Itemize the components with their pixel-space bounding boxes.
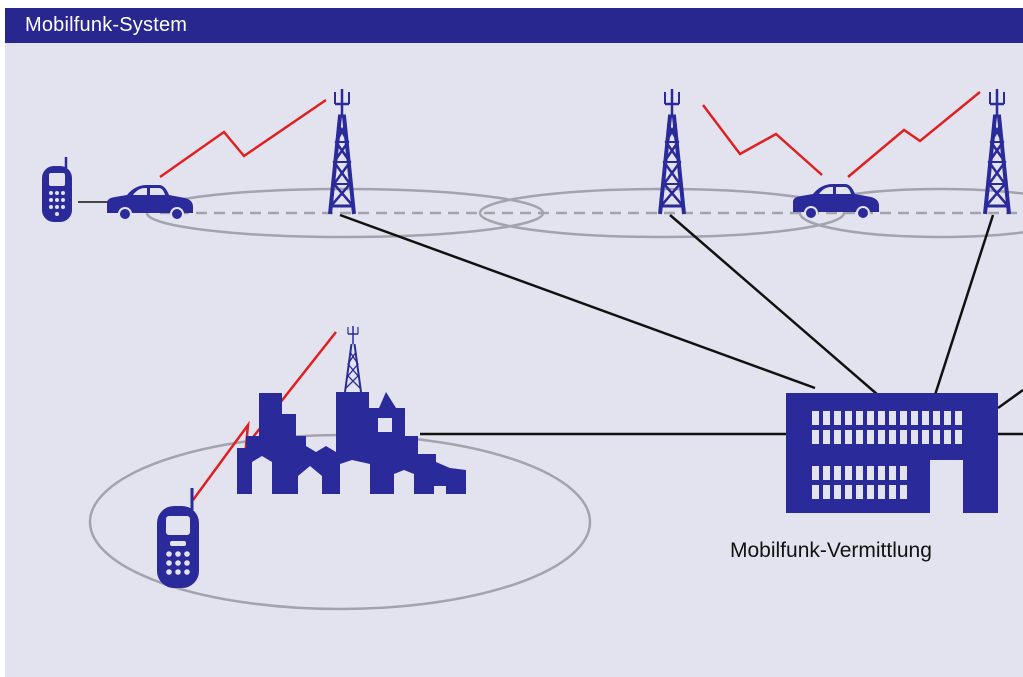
car-icon bbox=[106, 184, 194, 221]
radio-tower-icon bbox=[983, 87, 1011, 216]
mobile-phone-icon bbox=[42, 157, 72, 222]
radio-tower-icon bbox=[658, 87, 686, 216]
mobile-phone-icon bbox=[157, 488, 199, 588]
city-skyline-icon bbox=[237, 325, 466, 494]
radio-links bbox=[159, 91, 981, 501]
wired-connections bbox=[78, 201, 1023, 436]
radio-tower-icon bbox=[328, 87, 356, 216]
title-bar: Mobilfunk-System bbox=[5, 8, 1023, 43]
switching-center-label: Mobilfunk-Vermittlung bbox=[730, 539, 932, 562]
building-icon bbox=[786, 393, 998, 513]
radio-tower-icon bbox=[344, 325, 362, 393]
page-title: Mobilfunk-System bbox=[25, 14, 188, 36]
